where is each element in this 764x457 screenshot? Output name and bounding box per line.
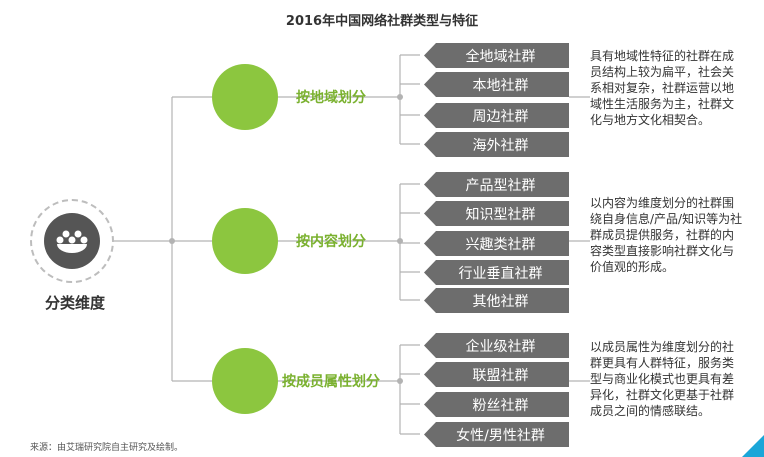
root-node-ring (30, 199, 114, 283)
leaf-region-3: 周边社群 (424, 103, 569, 128)
leaf-member-4: 女性/男性社群 (424, 422, 569, 447)
leaf-region-2: 本地社群 (424, 72, 569, 97)
leaf-content-4: 行业垂直社群 (424, 260, 569, 285)
branch-label-member: 按成员属性划分 (282, 374, 380, 390)
branch-label-region: 按地域划分 (296, 90, 366, 106)
desc-content: 以内容为维度划分的社群围绕自身信息/产品/知识等为社群成员提供服务，社群的内容类… (590, 196, 743, 274)
branch-node-region (212, 64, 278, 130)
leaf-content-2: 知识型社群 (424, 201, 569, 226)
leaf-member-1: 企业级社群 (424, 333, 569, 358)
leaf-content-3: 兴趣类社群 (424, 231, 569, 256)
branch-label-content: 按内容划分 (296, 234, 366, 250)
leaf-content-1: 产品型社群 (424, 172, 569, 197)
leaf-member-3: 粉丝社群 (424, 392, 569, 417)
leaf-region-1: 全地域社群 (424, 43, 569, 68)
root-label: 分类维度 (44, 294, 105, 312)
community-icon (56, 230, 88, 253)
branch-node-content (212, 208, 278, 274)
leaf-region-4: 海外社群 (424, 132, 569, 157)
root-node (44, 213, 100, 269)
chart-title: 2016年中国网络社群类型与特征 (285, 14, 479, 29)
leaf-member-2: 联盟社群 (424, 362, 569, 387)
leaf-content-5: 其他社群 (424, 288, 569, 313)
desc-member: 以成员属性为维度划分的社群更具有人群特征，服务类型与商业化模式也更具有差异化，社… (590, 340, 735, 418)
desc-region: 具有地域性特征的社群在成员结构上较为扁平，社会关系相对复杂，社群运营以地域性生活… (590, 49, 735, 127)
source-note: 来源：由艾瑞研究院自主研究及绘制。 (30, 443, 184, 453)
corner-decoration (742, 435, 764, 457)
branch-node-member (212, 348, 278, 414)
